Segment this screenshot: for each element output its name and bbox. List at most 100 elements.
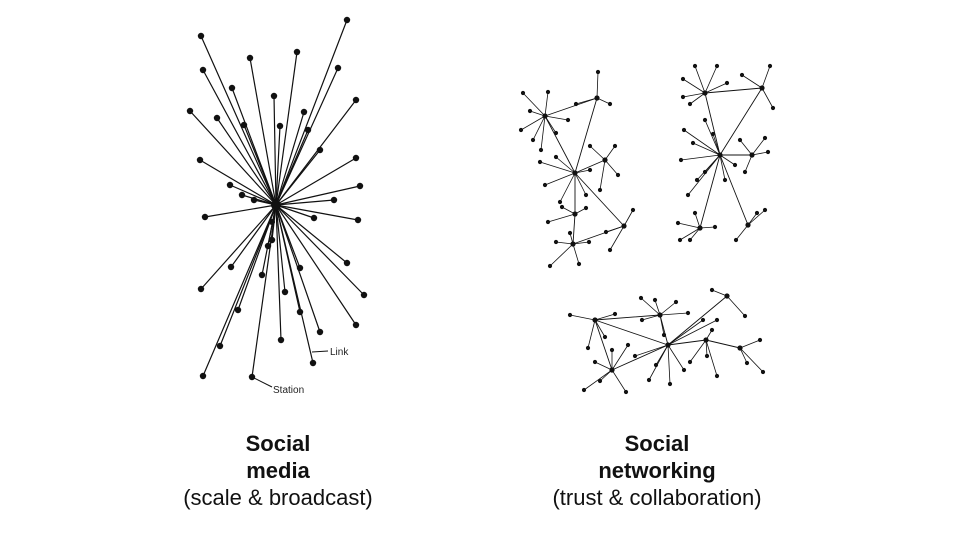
node-dot — [710, 131, 716, 137]
link-line — [719, 154, 736, 166]
node-dot — [754, 210, 760, 216]
node-dot — [639, 317, 645, 323]
link-line — [689, 227, 701, 241]
node-dot — [226, 181, 234, 189]
link-line — [719, 154, 749, 226]
node-dot — [567, 230, 573, 236]
node-dot — [520, 90, 526, 96]
link-line — [559, 172, 576, 203]
link-pointer — [311, 350, 329, 353]
node-dot — [240, 121, 248, 129]
node-dot — [603, 229, 609, 235]
node-dot — [667, 381, 673, 387]
node-dot — [557, 199, 563, 205]
link-line — [623, 209, 634, 227]
link-line — [692, 142, 721, 156]
link-line — [711, 289, 728, 297]
node-dot — [685, 192, 691, 198]
link-line — [667, 319, 704, 346]
caption-social-networking: Social networking (trust & collaboration… — [507, 430, 807, 511]
node-dot — [572, 170, 578, 176]
node-dot — [732, 162, 738, 168]
distributed-networks — [518, 63, 776, 395]
node-dot — [213, 114, 221, 122]
node-dot — [587, 143, 593, 149]
node-dot — [638, 295, 644, 301]
link-line — [682, 78, 706, 94]
node-dot — [709, 287, 715, 293]
link-line — [572, 241, 590, 245]
link-line — [739, 347, 748, 364]
node-dot — [697, 225, 703, 231]
link-line — [275, 129, 309, 206]
link-line — [275, 149, 321, 206]
link-line — [677, 222, 701, 229]
link-line — [251, 204, 277, 378]
link-line — [544, 115, 557, 134]
node-dot — [602, 334, 608, 340]
centralized-network — [186, 16, 368, 381]
link-line — [719, 154, 726, 181]
node-dot — [681, 127, 687, 133]
node-dot — [583, 205, 589, 211]
link-line — [275, 204, 359, 221]
link-line — [275, 204, 357, 326]
node-dot — [733, 237, 739, 243]
link-line — [574, 172, 625, 227]
link-line — [712, 133, 721, 156]
node-dot — [537, 159, 543, 165]
node-dot — [675, 220, 681, 226]
node-dot — [623, 389, 629, 395]
link-line — [574, 172, 587, 196]
node-dot — [352, 96, 360, 104]
node-dot — [197, 285, 205, 293]
link-line — [667, 344, 671, 385]
link-line — [544, 91, 549, 117]
node-dot — [553, 154, 559, 160]
node-dot — [354, 216, 362, 224]
node-dot — [762, 135, 768, 141]
node-dot — [744, 360, 750, 366]
link-line — [699, 154, 721, 229]
node-dot — [227, 263, 235, 271]
link-line — [555, 241, 574, 245]
node-dot — [702, 90, 708, 96]
node-dot — [592, 317, 598, 323]
node-dot — [602, 157, 608, 163]
link-line — [655, 344, 669, 366]
node-dot — [714, 373, 720, 379]
node-dot — [630, 207, 636, 213]
node-dot — [687, 101, 693, 107]
node-dot — [316, 328, 324, 336]
link-line — [705, 339, 718, 377]
node-dot — [570, 241, 576, 247]
node-dot — [742, 313, 748, 319]
node-dot — [300, 108, 308, 116]
node-dot — [197, 32, 205, 40]
node-dot — [268, 236, 276, 244]
link-line — [689, 92, 706, 105]
link-line — [275, 185, 361, 206]
node-dot — [199, 66, 207, 74]
link-line — [520, 115, 546, 131]
node-dot — [765, 149, 771, 155]
node-dot — [246, 54, 254, 62]
link-line — [689, 339, 707, 363]
link-line — [739, 339, 761, 349]
link-line — [522, 92, 546, 117]
link-line — [569, 314, 596, 321]
node-dot — [559, 204, 565, 210]
link-line — [275, 204, 314, 364]
node-dot — [739, 72, 745, 78]
node-dot — [264, 242, 272, 250]
link-line — [544, 97, 598, 117]
node-dot — [343, 16, 351, 24]
node-dot — [714, 317, 720, 323]
link-line — [761, 65, 771, 89]
node-dot — [545, 219, 551, 225]
link-line — [544, 115, 576, 174]
link-line — [574, 97, 598, 174]
link-line — [544, 172, 576, 186]
link-line — [751, 137, 766, 156]
node-dot — [714, 63, 720, 69]
